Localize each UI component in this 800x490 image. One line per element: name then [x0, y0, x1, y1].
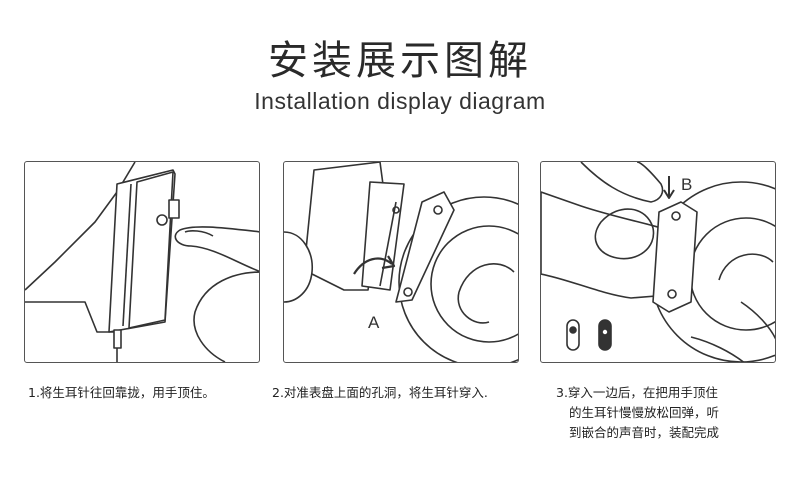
marker-b-label: B — [681, 175, 692, 194]
step-3-illustration: B — [540, 161, 776, 363]
step-2-caption: 2.对准表盘上面的孔洞，将生耳针穿入. — [272, 385, 488, 400]
step-3-caption-line-3: 到嵌合的声音时，装配完成 — [569, 425, 720, 440]
step-3-caption-line-2: 的生耳针慢慢放松回弹，听 — [569, 405, 720, 420]
marker-a-label: A — [368, 313, 380, 332]
page-title: 安装展示图解 — [268, 38, 532, 84]
step-3-caption: 3.穿入一边后，在把用手顶住 的生耳针慢慢放松回弹，听 到嵌合的声音时，装配完成 — [556, 383, 766, 443]
step-1-illustration — [24, 161, 260, 363]
step-2-illustration: A — [283, 161, 519, 363]
step-2-drawing: A — [284, 162, 518, 362]
step-1-caption: 1.将生耳针往回靠拢，用手顶住。 — [28, 385, 215, 400]
step-1-drawing — [25, 162, 259, 362]
step-3-caption-line-1: 3.穿入一边后，在把用手顶住 — [556, 385, 718, 400]
step-3-drawing: B — [541, 162, 775, 362]
page-subtitle: Installation display diagram — [254, 88, 546, 114]
